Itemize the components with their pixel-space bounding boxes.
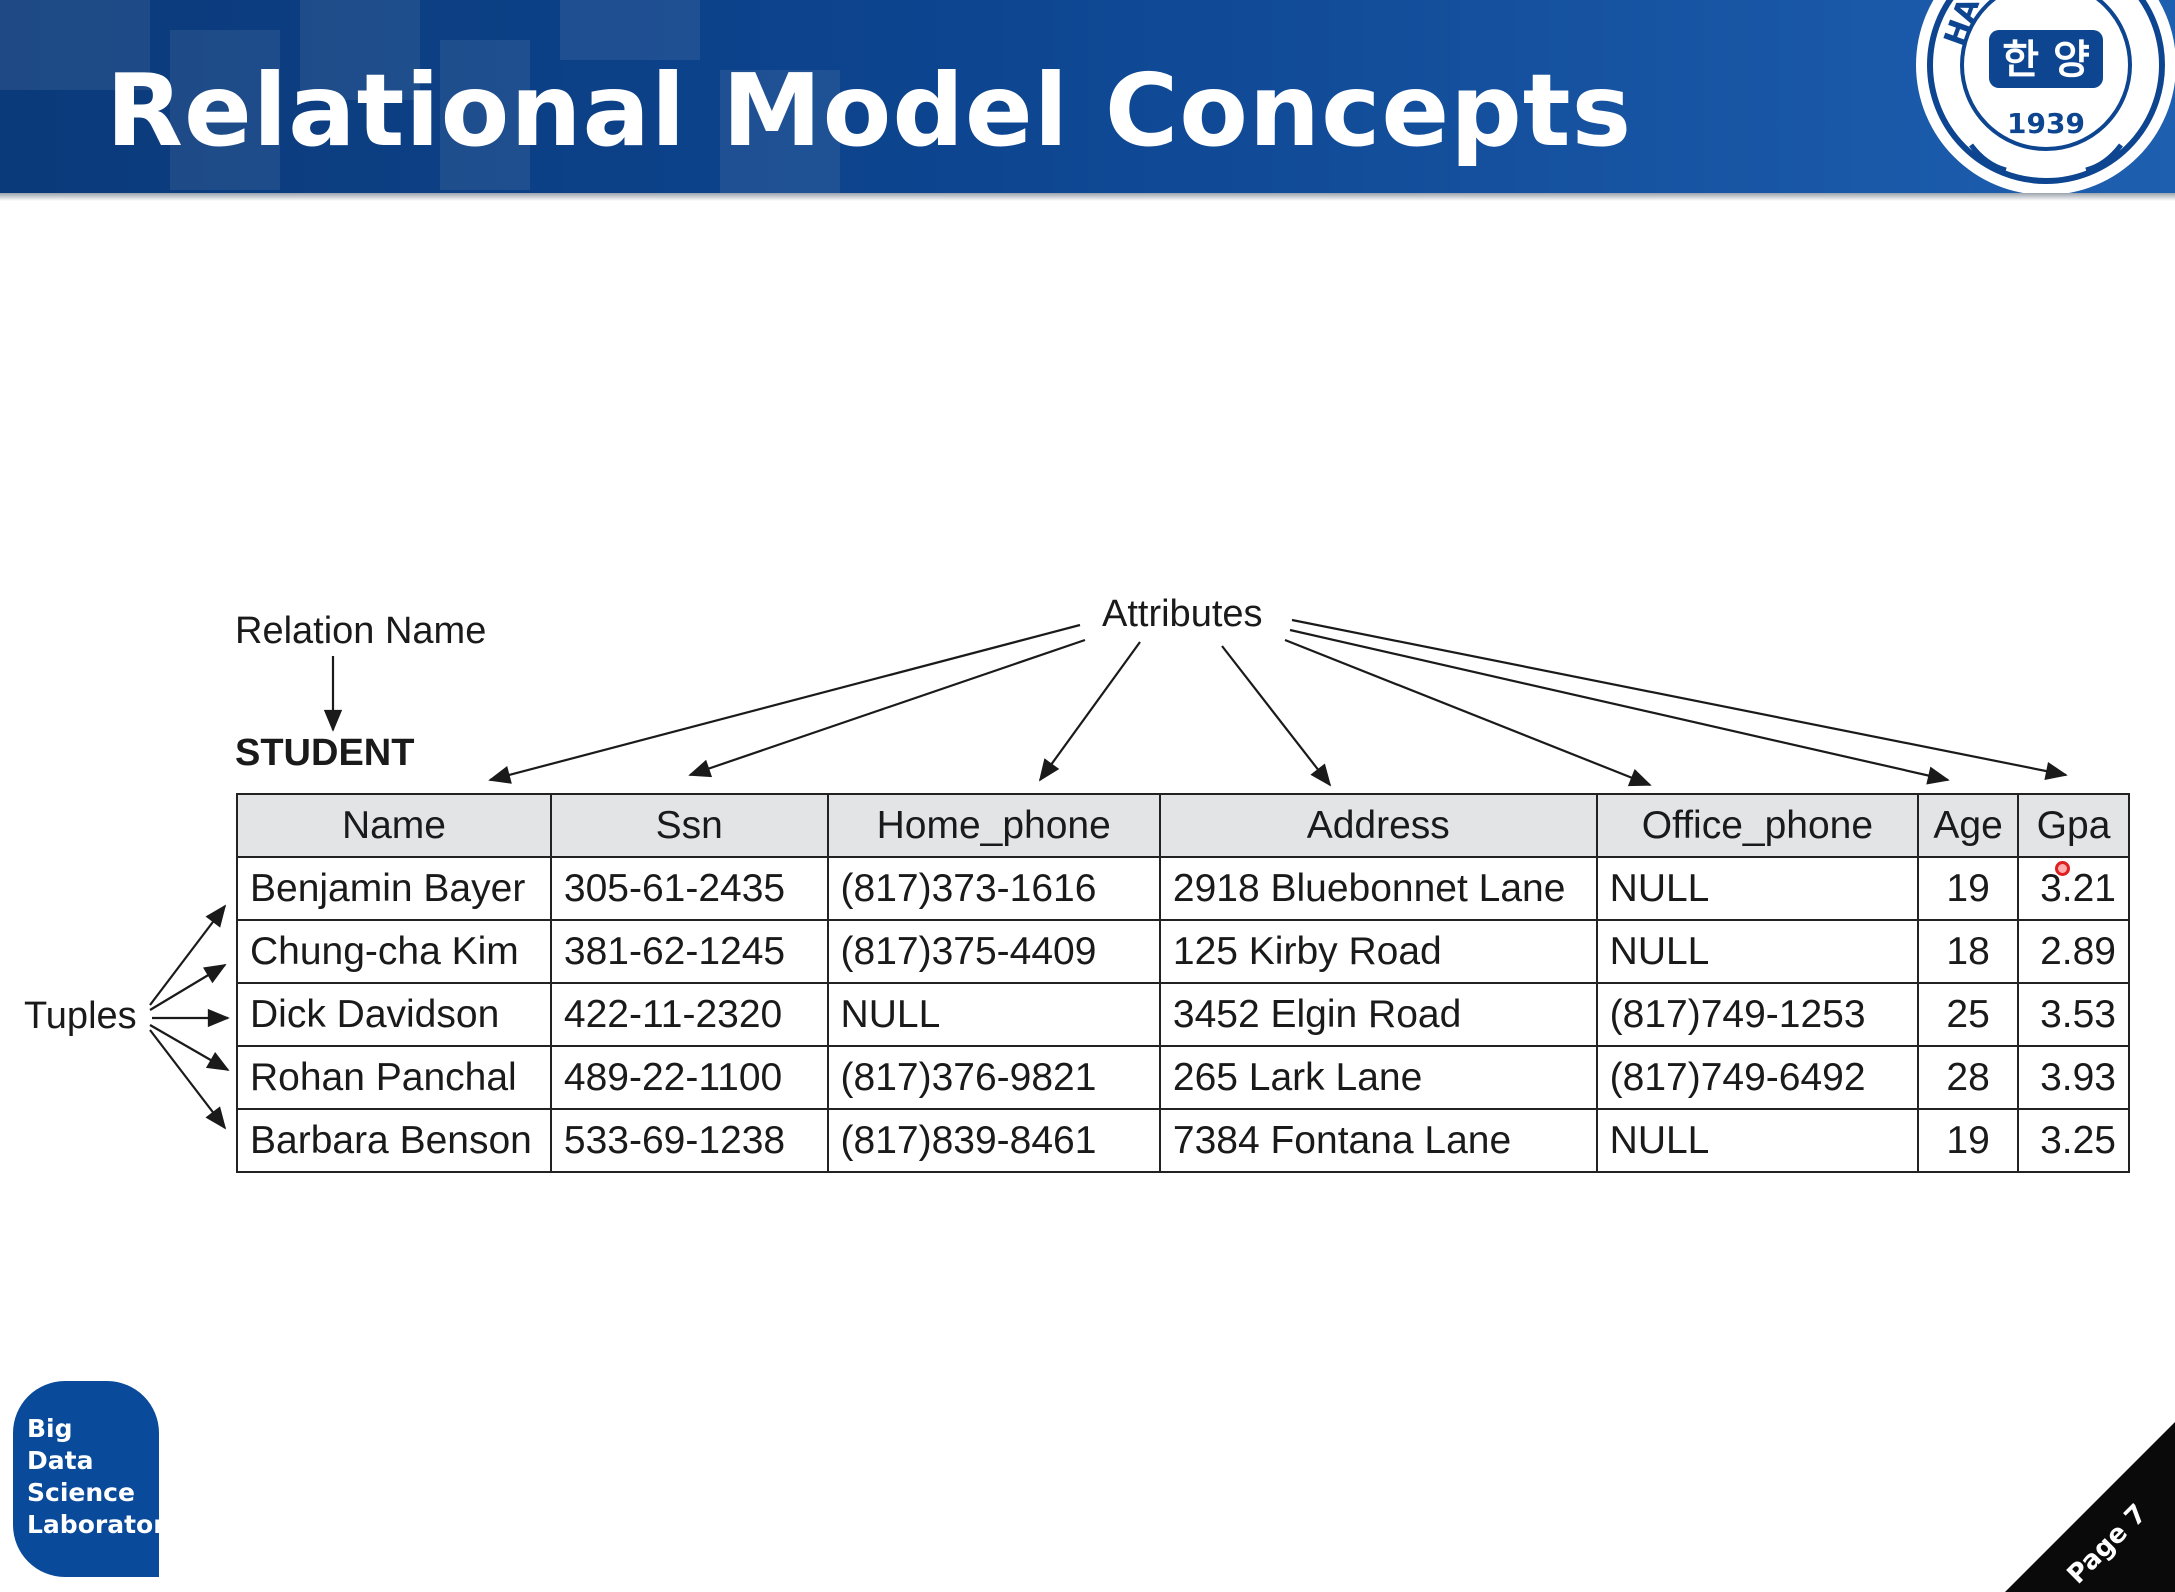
- column-header: Address: [1158, 793, 1598, 858]
- logo-line: Data: [27, 1446, 94, 1475]
- svg-text:한 양: 한 양: [2002, 37, 2090, 83]
- table-cell: 381-62-1245: [549, 919, 829, 984]
- table-cell: (817)376-9821: [826, 1045, 1161, 1110]
- university-seal-icon: HAN 한 양 1939: [1916, 0, 2175, 193]
- tuples-label: Tuples: [24, 995, 137, 1037]
- table-cell: (817)839-8461: [826, 1108, 1161, 1173]
- table-cell: NULL: [1595, 1108, 1920, 1173]
- column-header: Ssn: [549, 793, 829, 858]
- page-number-badge: Page 7: [2005, 1422, 2175, 1592]
- pointer-indicator-icon: [2055, 861, 2070, 876]
- table-cell: 489-22-1100: [549, 1045, 829, 1110]
- table-cell: 533-69-1238: [549, 1108, 829, 1173]
- table-cell: 28: [1917, 1045, 2020, 1110]
- table-cell: NULL: [1595, 856, 1920, 921]
- table-cell: Benjamin Bayer: [236, 856, 552, 921]
- table-cell: 3.93: [2017, 1045, 2130, 1110]
- table-cell: 305-61-2435: [549, 856, 829, 921]
- lab-logo: Big Data Science Laboratory: [13, 1381, 182, 1577]
- table-header-row: Name Ssn Home_phone Address Office_phone…: [236, 793, 2130, 858]
- table-row: Barbara Benson 533-69-1238 (817)839-8461…: [236, 1108, 2130, 1173]
- table-cell: (817)749-1253: [1595, 982, 1920, 1047]
- logo-line: Laboratory: [27, 1510, 182, 1539]
- table-cell: NULL: [1595, 919, 1920, 984]
- table-cell: 125 Kirby Road: [1158, 919, 1598, 984]
- header-shadow: [0, 193, 2175, 201]
- table-cell: (817)375-4409: [826, 919, 1161, 984]
- column-header: Home_phone: [826, 793, 1161, 858]
- table-cell: Barbara Benson: [236, 1108, 552, 1173]
- table-cell: 19: [1917, 856, 2020, 921]
- logo-line: Big: [27, 1414, 73, 1443]
- table-row: Dick Davidson 422-11-2320 NULL 3452 Elgi…: [236, 982, 2130, 1047]
- table-cell: (817)749-6492: [1595, 1045, 1920, 1110]
- table-cell: Dick Davidson: [236, 982, 552, 1047]
- table-cell: NULL: [826, 982, 1161, 1047]
- table-cell: 2.89: [2017, 919, 2130, 984]
- table-cell: 19: [1917, 1108, 2020, 1173]
- table-cell: 3.25: [2017, 1108, 2130, 1173]
- column-header: Age: [1917, 793, 2020, 858]
- table-cell: 3452 Elgin Road: [1158, 982, 1598, 1047]
- svg-text:1939: 1939: [2007, 107, 2085, 140]
- relation-name-label: Relation Name: [235, 610, 487, 652]
- table-cell: 25: [1917, 982, 2020, 1047]
- table-cell: 3.53: [2017, 982, 2130, 1047]
- logo-line: Science: [27, 1478, 135, 1507]
- table-cell: 7384 Fontana Lane: [1158, 1108, 1598, 1173]
- column-header: Office_phone: [1595, 793, 1920, 858]
- column-header: Gpa: [2017, 793, 2130, 858]
- relation-name: STUDENT: [235, 732, 415, 774]
- slide-title: Relational Model Concepts: [106, 52, 1633, 169]
- table-cell: 18: [1917, 919, 2020, 984]
- slide-header: Relational Model Concepts HAN 한 양 1939: [0, 0, 2175, 193]
- table-cell: Chung-cha Kim: [236, 919, 552, 984]
- student-relation-table: Name Ssn Home_phone Address Office_phone…: [236, 793, 2130, 1173]
- table-cell: 3.21: [2017, 856, 2130, 921]
- table-row: Benjamin Bayer 305-61-2435 (817)373-1616…: [236, 856, 2130, 921]
- table-row: Rohan Panchal 489-22-1100 (817)376-9821 …: [236, 1045, 2130, 1110]
- table-cell: 265 Lark Lane: [1158, 1045, 1598, 1110]
- column-header: Name: [236, 793, 552, 858]
- table-cell: 422-11-2320: [549, 982, 829, 1047]
- table-row: Chung-cha Kim 381-62-1245 (817)375-4409 …: [236, 919, 2130, 984]
- table-cell: Rohan Panchal: [236, 1045, 552, 1110]
- table-cell: (817)373-1616: [826, 856, 1161, 921]
- table-cell: 2918 Bluebonnet Lane: [1158, 856, 1598, 921]
- attributes-label: Attributes: [1102, 593, 1263, 635]
